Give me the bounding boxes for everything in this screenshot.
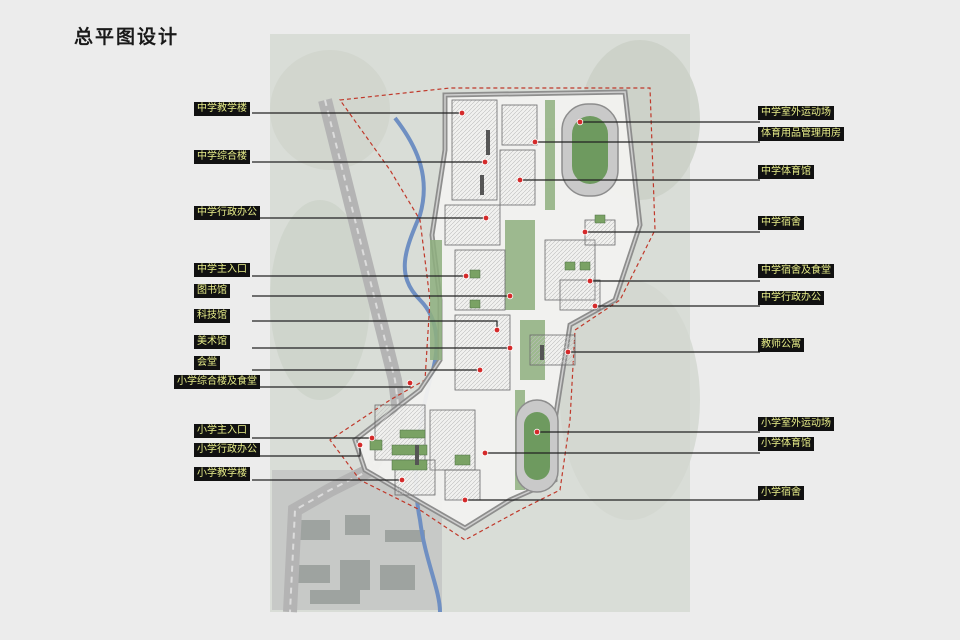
dark-accents bbox=[415, 130, 544, 465]
label-ps-sports-field: 小学室外运动场 bbox=[758, 417, 834, 431]
ps-running-track bbox=[515, 399, 559, 493]
label-ms-complex: 中学综合楼 bbox=[194, 150, 250, 164]
label-ms-teaching: 中学教学楼 bbox=[194, 102, 250, 116]
label-sports-equipment: 体育用品管理用房 bbox=[758, 127, 844, 141]
label-ps-entrance: 小学主入口 bbox=[194, 424, 250, 438]
leaders-right bbox=[465, 121, 760, 501]
green-roofs bbox=[369, 214, 606, 471]
label-ms-gym: 中学体育馆 bbox=[758, 165, 814, 179]
label-ps-dorm: 小学宿舍 bbox=[758, 486, 804, 500]
terrain-patch bbox=[560, 280, 700, 520]
label-ps-admin: 小学行政办公 bbox=[194, 443, 260, 457]
label-ms-admin: 中学行政办公 bbox=[194, 206, 260, 220]
label-ps-gym: 小学体育馆 bbox=[758, 437, 814, 451]
label-auditorium: 会堂 bbox=[194, 356, 220, 370]
label-art: 美术馆 bbox=[194, 335, 230, 349]
marker-dots bbox=[356, 109, 599, 504]
urban-buildings bbox=[290, 515, 425, 604]
ms-running-track bbox=[561, 103, 619, 197]
label-ms-dorm-canteen: 中学宿舍及食堂 bbox=[758, 264, 834, 278]
terrain-patch bbox=[270, 200, 370, 400]
label-ms-entrance: 中学主入口 bbox=[194, 263, 250, 277]
label-ms-dorm: 中学宿舍 bbox=[758, 216, 804, 230]
page-title: 总平图设计 bbox=[74, 26, 180, 48]
label-ms-admin-2: 中学行政办公 bbox=[758, 291, 824, 305]
label-ms-sports-field: 中学室外运动场 bbox=[758, 106, 834, 120]
label-science: 科技馆 bbox=[194, 309, 230, 323]
label-ps-teaching: 小学教学楼 bbox=[194, 467, 250, 481]
label-ps-complex-canteen: 小学综合楼及食堂 bbox=[174, 375, 260, 389]
label-library: 图书馆 bbox=[194, 284, 230, 298]
label-teacher-apartment: 教师公寓 bbox=[758, 338, 804, 352]
